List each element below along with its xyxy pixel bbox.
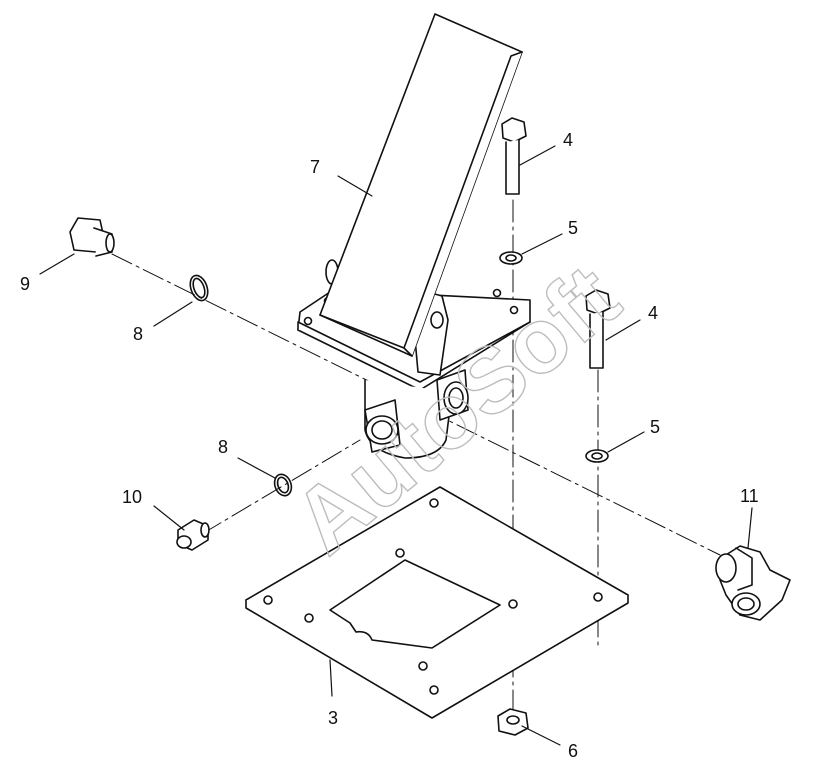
callout-5-upper: 5 — [568, 218, 578, 238]
gasket-plate — [245, 486, 629, 719]
nut-part-6 — [497, 708, 529, 736]
callout-labels: 3 4 4 5 5 6 7 8 8 9 10 11 — [20, 130, 759, 761]
leader-lines — [39, 145, 753, 746]
callout-5-lower: 5 — [650, 417, 660, 437]
fitting-part-10 — [176, 519, 210, 551]
callout-8-upper: 8 — [133, 324, 143, 344]
plug-part-9 — [69, 217, 115, 257]
washer-part-5-upper — [499, 251, 523, 265]
callout-8-lower: 8 — [218, 437, 228, 457]
callout-9: 9 — [20, 274, 30, 294]
callout-6: 6 — [568, 741, 578, 761]
callout-10: 10 — [122, 487, 142, 507]
washer-part-5-lower — [585, 449, 609, 463]
o-ring-part-8-upper — [189, 274, 209, 302]
elbow-fitting-part-11 — [715, 545, 791, 621]
callout-3: 3 — [328, 708, 338, 728]
callout-11: 11 — [740, 486, 759, 506]
callout-4-lower: 4 — [648, 303, 658, 323]
callout-4-upper: 4 — [563, 130, 573, 150]
bolt-part-4-upper — [501, 117, 527, 195]
callout-7: 7 — [310, 157, 320, 177]
bolt-part-4-lower — [585, 289, 611, 369]
o-ring-part-8-lower — [273, 473, 293, 497]
pedal-valve-assembly — [297, 13, 531, 459]
